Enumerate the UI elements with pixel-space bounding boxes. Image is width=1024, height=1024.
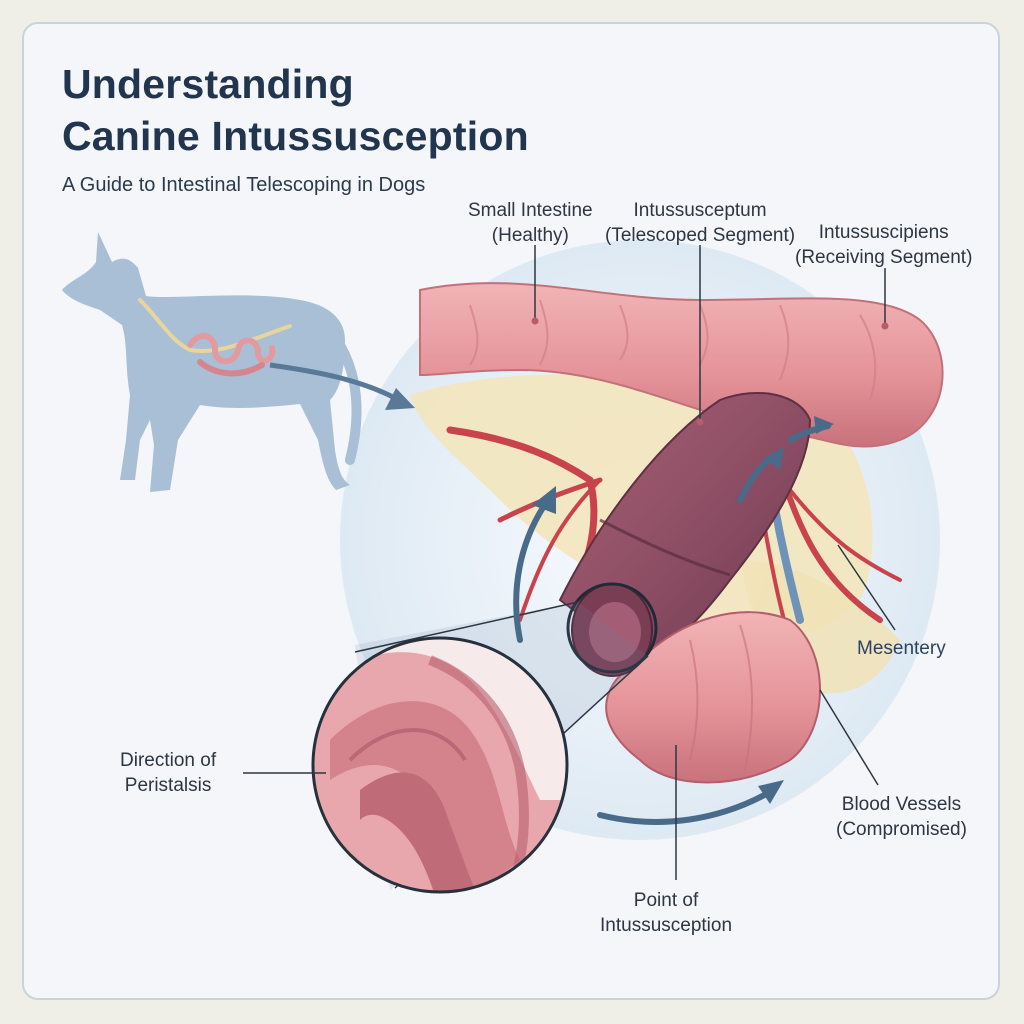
- leader-lines: [243, 245, 896, 880]
- intestine-fold-lines: [469, 299, 877, 401]
- label-point-of-intussusception: Point of Intussusception: [600, 890, 733, 936]
- intussuscipiens-loop: [605, 611, 821, 784]
- dog-tail: [335, 340, 362, 465]
- title-line-2: Canine Intussusception: [62, 113, 529, 159]
- dog-intestine-inset: [138, 298, 292, 377]
- dog-silhouette: [62, 232, 350, 492]
- arrow-heads: [532, 416, 834, 804]
- label-mesentery: Mesentery: [857, 638, 946, 659]
- label-peristalsis: Direction of Peristalsis: [120, 750, 217, 796]
- label-intussusceptum: Intussusceptum (Telescoped Segment): [605, 200, 796, 246]
- label-intussuscipiens: Intussuscipiens (Receiving Segment): [795, 222, 973, 268]
- peristalsis-arrows: [513, 423, 831, 825]
- page-title: Understanding Canine Intussusception: [62, 58, 529, 162]
- small-intestine-healthy: [419, 282, 944, 448]
- intussusceptum-band: [599, 518, 731, 577]
- dog-to-detail-arrow: [269, 362, 397, 401]
- label-small-intestine: Small Intestine (Healthy): [468, 200, 593, 246]
- magnified-cross-section: [313, 638, 567, 892]
- magnifier-ring: [311, 636, 569, 894]
- title-line-1: Understanding: [62, 61, 354, 107]
- label-blood-vessels: Blood Vessels (Compromised): [836, 794, 967, 840]
- page-subtitle: A Guide to Intestinal Telescoping in Dog…: [62, 174, 426, 196]
- focus-ring: [566, 582, 658, 674]
